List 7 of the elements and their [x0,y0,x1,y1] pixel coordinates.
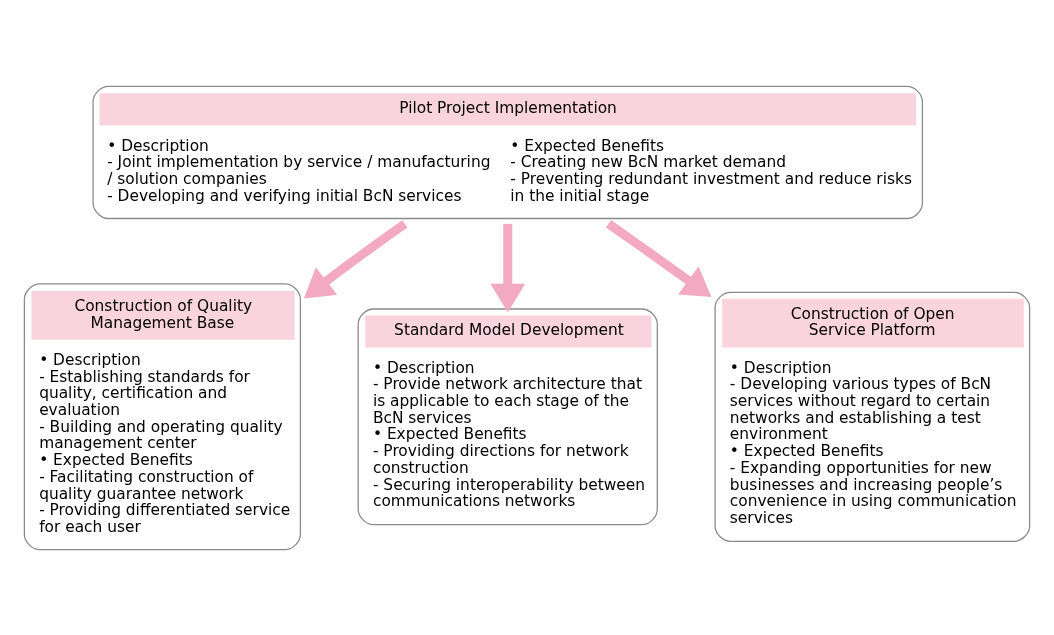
node-box: Pilot Project Implementation • Description - Joint implementation by service / manufacturing / solution companies - Developing and verifying initial BcN services • Expected Benefits - Creating new BcN market demand - Preventing redundant investment and reduce risks in the initial stage [92,85,924,219]
node-box: Construction of Quality Management Base • Description - Establishing standards for quality, certification and evaluation - Building and operating quality management center • Expected Benefits - Facilitating construction of quality guarantee network - Providing differentiated service for each user [23,282,302,550]
node-box: Construction of Open Service Platform • Description - Developing various types of BcN services without regard to certain networks and establishing a test environment • Expected Benefits - Expanding opportunities for new businesses and increasing people’s convenience in using communication services [714,291,1031,542]
arrow [605,219,712,297]
arrow [303,219,408,298]
node-box: Standard Model Development • Description - Provide network architecture that is applicable to each stage of the BcN services • Expected Benefits - Providing directions for network construction - Securing interoperability between communications networks [357,307,658,525]
arrow [490,223,526,312]
